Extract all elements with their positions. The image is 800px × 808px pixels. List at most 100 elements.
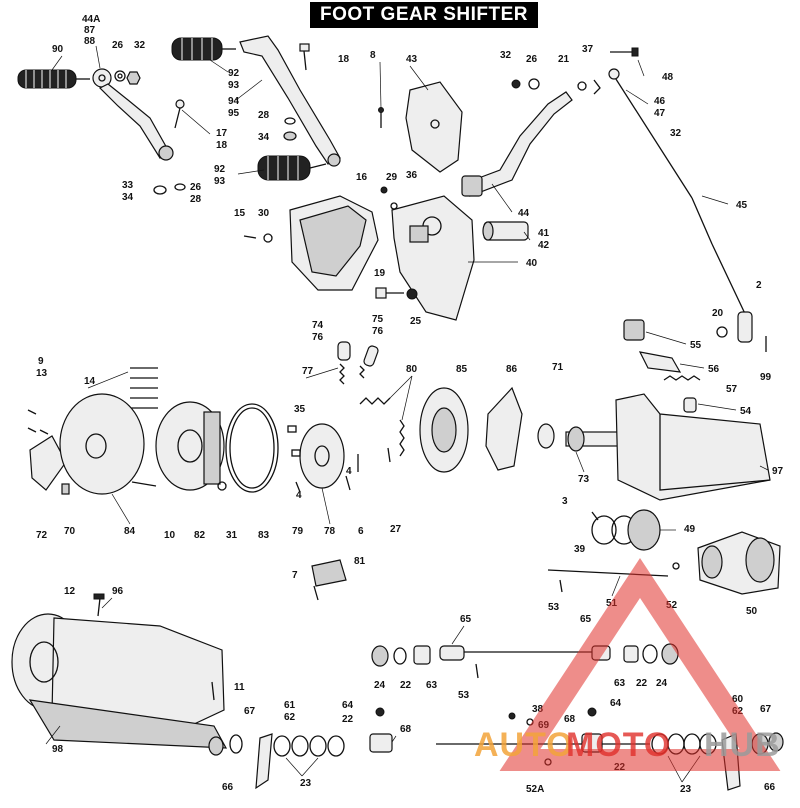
bolt-19 (375, 287, 404, 299)
plug-55 (623, 319, 645, 341)
callout-label: 55 (690, 340, 702, 351)
foot-pedal-rubber-left (17, 69, 90, 89)
callout-label: 4 (296, 490, 302, 501)
callout-label: 84 (124, 526, 136, 537)
watermark-word-1: AUTO (474, 726, 574, 764)
callout-label: 39 (574, 544, 586, 555)
screw-48 (610, 47, 639, 57)
callout-label: 24 (374, 680, 386, 691)
bushing-41 (482, 221, 529, 241)
parts-38-69 (508, 712, 534, 726)
transmission-case-98 (11, 613, 228, 749)
callout-label: 82 (194, 530, 206, 541)
hub-78 (299, 423, 345, 489)
callout-label: 21 (558, 54, 570, 65)
callout-label: 8 (370, 50, 376, 61)
callout-label: 20 (712, 308, 724, 319)
callout-label: 15 (234, 208, 246, 219)
callout-label: 53 (548, 602, 560, 613)
callout-label: 52 (666, 600, 678, 611)
mechanism-plate-40 (391, 195, 475, 321)
callout-label: 61 (284, 700, 296, 711)
callout-label: 38 (532, 704, 544, 715)
callout-label: 76 (312, 332, 324, 343)
gasket-83 (225, 403, 279, 493)
crank-lever-44 (461, 91, 573, 197)
callout-label: 63 (426, 680, 438, 691)
callout-label: 70 (64, 526, 76, 537)
pin-27 (387, 447, 391, 463)
plate-86 (485, 386, 523, 471)
callout-label: 80 (406, 364, 418, 375)
bolt-70 (61, 483, 70, 495)
callout-label: 23 (680, 784, 692, 795)
callout-label: 94 (228, 96, 240, 107)
callout-label: 4 (346, 466, 352, 477)
callout-label: 23 (300, 778, 312, 789)
callout-label: 88 (84, 36, 96, 47)
nut-34 (283, 131, 297, 141)
pin-52 (672, 562, 680, 570)
studs-9-13 (27, 409, 49, 435)
callout-label: 16 (356, 172, 368, 183)
crankshaft-50 (697, 531, 781, 595)
callout-labels: 44A 87 88 90 26 32 92 93 18 94 95 28 34 … (36, 14, 784, 795)
gear-49 (627, 509, 661, 551)
washer-20 (716, 326, 728, 338)
rubber-spring-92-upper (171, 37, 236, 61)
plunger-75 (363, 345, 379, 367)
callout-label: 28 (190, 194, 202, 205)
pin-10 (131, 481, 157, 487)
lever-79 (295, 481, 301, 493)
callout-label: 45 (736, 200, 748, 211)
nut-32-top (126, 71, 141, 85)
callout-label: 3 (562, 496, 568, 507)
screw-53 (559, 579, 563, 593)
callout-label: 85 (456, 364, 468, 375)
callout-label: 32 (134, 40, 146, 51)
callout-label: 17 (216, 128, 228, 139)
washer-26-top (114, 70, 126, 82)
rubber-spring-92-lower (257, 155, 327, 181)
callout-label: 44A (82, 14, 100, 25)
callout-label: 90 (52, 44, 64, 55)
watermark-word-2: MOTO (566, 726, 671, 764)
callout-label: 93 (214, 176, 226, 187)
watermark-word-3: HUB (704, 726, 781, 764)
callout-label: 78 (324, 526, 336, 537)
screw-64-left (375, 707, 385, 717)
callout-label: 24 (656, 678, 668, 689)
callout-label: 43 (406, 54, 418, 65)
screw-8 (378, 107, 384, 128)
washer-21 (577, 81, 587, 91)
pins-35 (287, 425, 301, 457)
callout-label: 34 (122, 192, 134, 203)
parts-24-22-63-left (371, 645, 431, 667)
callout-label: 66 (764, 782, 776, 793)
callout-label: 40 (526, 258, 538, 269)
callout-label: 32 (670, 128, 682, 139)
callout-label: 44 (518, 208, 530, 219)
shift-lever-left (92, 68, 174, 161)
callout-label: 63 (614, 678, 626, 689)
callout-label: 95 (228, 108, 240, 119)
callout-label: 49 (684, 524, 696, 535)
callout-label: 71 (552, 362, 564, 373)
bracket-72 (29, 435, 67, 491)
springs-14 (130, 367, 158, 409)
callout-label: 67 (244, 706, 256, 717)
screw-15 (243, 233, 273, 243)
bolt-17 (174, 99, 185, 129)
clutch-drum-82 (155, 401, 225, 491)
cover-43 (405, 81, 463, 173)
shift-lever-94 (239, 35, 341, 167)
callout-label: 47 (654, 108, 666, 119)
callout-label: 46 (654, 96, 666, 107)
spring-77 (339, 363, 365, 385)
callout-label: 52A (526, 784, 544, 795)
callout-label: 18 (338, 54, 350, 65)
callout-label: 22 (400, 680, 412, 691)
callout-label: 22 (342, 714, 354, 725)
callout-label: 57 (726, 384, 738, 395)
gearbox-housing-97 (615, 393, 771, 501)
